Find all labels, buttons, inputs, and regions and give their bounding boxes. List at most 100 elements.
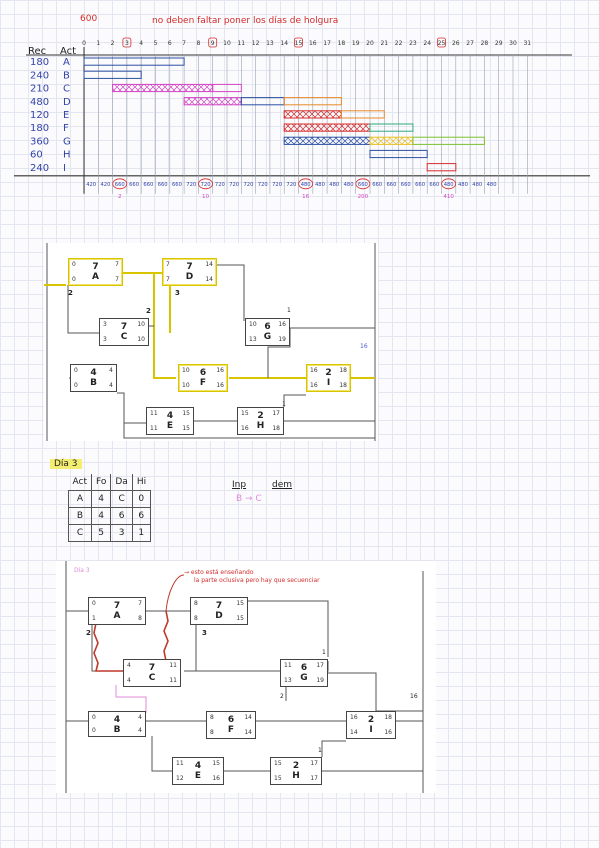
usage-label: 720 xyxy=(215,182,225,188)
gantt-bar xyxy=(283,123,371,132)
node-duration: 2 xyxy=(257,411,264,421)
table-row: A 4 C 0 xyxy=(68,490,151,508)
usage-label: 660 xyxy=(401,182,411,188)
side-note: 16 xyxy=(410,693,418,700)
node-time-ef: 14 xyxy=(205,261,213,268)
day-tick-label: 28 xyxy=(481,40,489,47)
node-label: E xyxy=(194,771,202,781)
node-duration: 4 xyxy=(90,368,97,378)
usage-label: 660 xyxy=(129,182,139,188)
node-time-ef: 14 xyxy=(244,714,252,721)
row-resource-label: 180 xyxy=(30,123,49,134)
day-tick-label: 0 xyxy=(82,40,86,47)
node-label: F xyxy=(199,378,207,388)
usage-label: 720 xyxy=(186,182,196,188)
table-header: Hi xyxy=(132,474,151,491)
day-title: Día 3 xyxy=(50,459,82,469)
node-time-lf: 4 xyxy=(138,727,142,734)
activities-header: Act xyxy=(60,46,77,57)
node-time-ls: 10 xyxy=(182,382,190,389)
gantt-bar xyxy=(412,136,485,145)
day-tick-label: 13 xyxy=(266,40,274,47)
node-time-ls: 11 xyxy=(150,425,158,432)
node-label: D xyxy=(185,272,194,282)
usage-note: 2 xyxy=(118,194,122,200)
day-tick-label: 15 xyxy=(295,40,303,47)
node-time-ls: 4 xyxy=(127,677,131,684)
usage-note: 16 xyxy=(302,194,309,200)
node-time-lf: 19 xyxy=(316,677,324,684)
gantt-bar xyxy=(426,163,457,172)
node-time-ls: 7 xyxy=(166,276,170,283)
day-circle-mark xyxy=(294,37,303,48)
node-time-lf: 16 xyxy=(212,775,220,782)
row-activity-label: D xyxy=(63,97,71,108)
node-time-es: 11 xyxy=(150,410,158,417)
day-table: Act Fo Da Hi A 4 C 0 B 4 6 6 C 5 3 1 xyxy=(68,474,151,542)
node-label: F xyxy=(227,725,235,735)
node-time-ef: 7 xyxy=(138,600,142,607)
table-header: Da xyxy=(110,474,133,491)
node-time-es: 16 xyxy=(350,714,358,721)
usage-label: 720 xyxy=(243,182,253,188)
node-label: C xyxy=(148,673,156,683)
usage-label: 660 xyxy=(372,182,382,188)
usage-label: 480 xyxy=(315,182,325,188)
node-time-lf: 15 xyxy=(182,425,190,432)
node-time-ef: 16 xyxy=(216,367,224,374)
row-activity-label: I xyxy=(63,163,66,174)
node-time-ef: 17 xyxy=(310,760,318,767)
gantt-bar xyxy=(240,97,285,106)
day-tick-label: 6 xyxy=(168,40,172,47)
usage-label: 660 xyxy=(429,182,439,188)
row-resource-label: 240 xyxy=(30,163,49,174)
node-label: D xyxy=(215,611,223,621)
node-time-ef: 18 xyxy=(384,714,392,721)
usage-note: 410 xyxy=(443,194,454,200)
day-tick-label: 29 xyxy=(495,40,503,47)
slack-label: 1 xyxy=(282,401,286,408)
usage-circle-mark xyxy=(298,178,314,190)
day-tick-label: 2 xyxy=(111,40,115,47)
node-label: C xyxy=(120,332,128,342)
node-duration: 6 xyxy=(264,322,271,332)
node-duration: 2 xyxy=(292,761,300,771)
node-time-es: 10 xyxy=(182,367,190,374)
node-time-lf: 4 xyxy=(109,382,113,389)
day-tick-label: 12 xyxy=(252,40,260,47)
day-tick-label: 19 xyxy=(352,40,360,47)
slack-label: 1 xyxy=(322,649,326,656)
gantt-bar xyxy=(83,57,185,66)
node-time-lf: 14 xyxy=(244,729,252,736)
slack-label: 2 xyxy=(68,289,73,297)
node-time-es: 4 xyxy=(127,662,131,669)
node-duration: 6 xyxy=(199,368,207,378)
day-circle-mark xyxy=(437,37,446,48)
node-duration: 7 xyxy=(215,601,223,611)
row-resource-label: 240 xyxy=(30,70,49,81)
node-time-ef: 11 xyxy=(169,662,177,669)
usage-label: 720 xyxy=(286,182,296,188)
annotation-line-1: → esto está enseñando xyxy=(184,569,254,576)
node-time-es: 11 xyxy=(176,760,184,767)
node-duration: 4 xyxy=(113,715,121,725)
node-time-lf: 14 xyxy=(205,276,213,283)
node-time-lf: 18 xyxy=(272,425,280,432)
usage-label: 480 xyxy=(458,182,468,188)
gantt-bar xyxy=(112,83,214,93)
side-note: 16 xyxy=(360,343,368,350)
node-time-es: 10 xyxy=(249,321,257,328)
node-duration: 7 xyxy=(120,322,128,332)
slack-label: 1 xyxy=(318,747,322,754)
node-time-ef: 18 xyxy=(339,367,347,374)
node-time-lf: 11 xyxy=(169,677,177,684)
gantt-bar xyxy=(369,149,428,159)
day-tick-label: 10 xyxy=(223,40,231,47)
